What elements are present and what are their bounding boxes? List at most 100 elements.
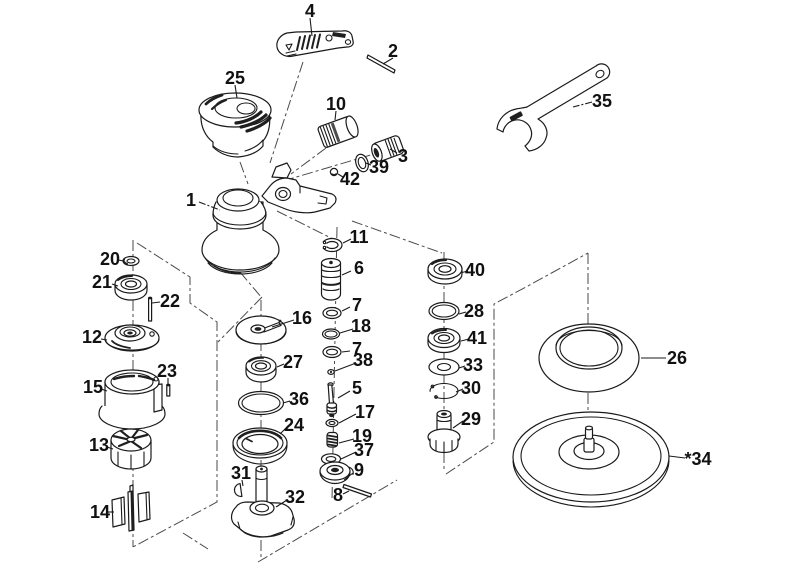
part-5-valve-stem [326,382,338,418]
part-10-muffler-fitting [317,115,359,148]
part-8-pin [342,483,373,498]
callout-label-6: 6 [354,258,364,278]
callout-label-15: 15 [83,377,103,397]
callout-label-27: 27 [283,352,303,372]
callout-leader-24 [279,427,287,435]
part-41-bearing-lower [427,327,461,354]
callout-label-38: 38 [353,350,373,370]
callout-leader-39 [365,162,372,166]
callout-label-36: 36 [289,389,309,409]
callout-label-26: 26 [667,348,687,368]
callout-leader-4 [309,17,313,37]
callout-label-16: 16 [292,308,312,328]
callout-label-23: 23 [157,361,177,381]
callout-label-22: 22 [160,291,180,311]
part-15-cylinder [98,369,166,430]
callout-leader-38 [334,362,357,372]
callout-leader-35 [572,101,593,108]
callout-leader-34 [668,455,686,459]
part-18-o-ring [321,328,341,340]
callout-leader-32 [275,499,288,508]
callout-leader-12 [100,338,108,341]
part-17-o-ring-small [325,418,339,428]
callout-label-19: 19 [352,426,372,446]
callout-label-7: 7 [352,339,362,359]
callout-label-8: 8 [333,485,343,505]
callout-label-37: 37 [354,440,374,460]
callout-leader-22 [151,301,161,304]
part-24-shaft-seal [232,427,288,465]
part-33-washer-flat [428,358,460,376]
callout-leader-6 [341,270,352,276]
part-40-bearing-upper [427,258,463,285]
callout-label-12: 12 [82,327,102,347]
callout-leader-29 [452,420,464,429]
part-23-dowel-pin-short [166,383,171,397]
callout-leader-7 [341,306,351,312]
part-21-rear-bearing [114,274,148,301]
callout-leader-16 [271,319,295,328]
callout-label-21: 21 [92,272,112,292]
callout-leader-17 [338,413,357,424]
callout-label-40: 40 [465,260,485,280]
callout-layer: 1234567789101112131415161718192021222324… [82,1,712,522]
part-42-steel-ball [329,167,339,177]
callout-label-1: 1 [186,190,196,210]
part-32-balancer-shaft [230,465,295,538]
part-20-washer [122,255,140,267]
part-14-rotor-vane-set [111,484,151,532]
callout-label-25: 25 [225,68,245,88]
callout-leader-3 [389,148,398,154]
part-19-spring [326,431,339,448]
part-31-woodruff-key [233,482,243,498]
callout-leader-40 [459,270,469,274]
callout-leader-18 [339,328,354,334]
callout-label-10: 10 [326,94,346,114]
callout-label-2: 2 [388,41,398,61]
callout-label-33: 33 [463,355,483,375]
part-27-front-bearing [245,356,277,383]
callout-leader-42 [337,173,344,178]
part-2-lever-pin [366,54,396,74]
callout-leader-15 [100,388,108,392]
callout-leader-21 [111,283,119,287]
callout-label-3: 3 [398,146,408,166]
callout-label-17: 17 [355,402,375,422]
part-7-o-ring-upper [322,306,342,320]
callout-label-32: 32 [285,487,305,507]
part-25-housing-cap [198,92,272,158]
wrench-brand-mark [509,111,523,122]
part-29-spindle [427,409,461,454]
part-11-retaining-ring [320,237,343,253]
callout-label-31: 31 [231,463,251,483]
callout-leader-2 [382,57,394,65]
callout-label-18: 18 [351,316,371,336]
callout-label-4: 4 [305,1,315,21]
lever-logo-icon [325,34,333,42]
part-6-speed-regulator [320,257,342,301]
part-7-o-ring-lower [322,345,342,359]
part-30-snap-ring [426,382,459,401]
callout-label-39: 39 [369,157,389,177]
part-9-valve-seat-nut [319,461,354,485]
part-35-open-end-wrench [496,63,611,152]
callout-leader-27 [276,363,285,368]
callout-leader-31 [241,479,244,487]
callout-leader-1 [198,201,221,211]
callout-label-9: 9 [354,460,364,480]
callout-label-41: 41 [467,328,487,348]
callout-label-42: 42 [340,169,360,189]
callout-leader-8 [342,490,350,495]
part-34-sanding-pad [512,411,670,508]
callout-label-35: 35 [592,91,612,111]
part-28-o-ring-large [428,301,460,321]
callout-label-34: *34 [684,449,711,469]
part-12-rear-end-plate [104,324,160,352]
warning-triangle-icon [285,43,293,51]
part-13-rotor [110,428,152,470]
callout-leader-36 [282,400,291,404]
part-16-front-end-plate [235,315,287,345]
callout-label-13: 13 [89,435,109,455]
part-1-motor-housing [201,162,337,275]
callout-label-24: 24 [284,415,304,435]
